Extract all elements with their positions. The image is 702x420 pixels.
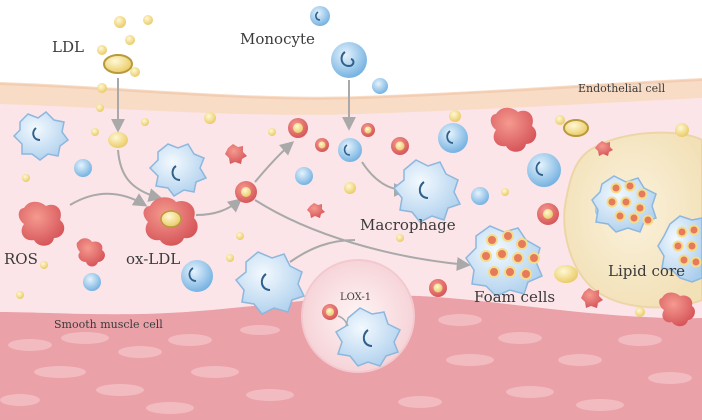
monocyte-lumen-large (331, 42, 367, 78)
foam-cell-main (465, 225, 543, 297)
ox-ldl-7 (537, 203, 559, 225)
ldl-icon (103, 54, 133, 74)
ldl-ring-right (563, 119, 589, 137)
arrow-macrophage-branch (289, 239, 356, 263)
arrows (69, 78, 471, 271)
monocyte-intima-4 (181, 260, 213, 292)
ldl-in-intima (108, 132, 128, 148)
ox-ldl-2 (235, 181, 257, 203)
ox-ldl-4 (315, 138, 329, 152)
ldl-far-right (675, 123, 689, 137)
ox-ldl-5 (361, 123, 375, 137)
lox1-binding-line (337, 315, 349, 327)
label-lipid-core: Lipid core (608, 262, 685, 280)
foam-cell-core-1 (591, 175, 657, 233)
ox-ldl-lox1 (322, 304, 338, 320)
ros-medium (76, 238, 105, 267)
arrow-oxldl-to-modified (195, 198, 243, 216)
arrow-to-foam-cells (254, 199, 471, 271)
ros-small-3 (581, 288, 603, 308)
ox-ldl-6 (391, 137, 409, 155)
label-ldl: LDL (52, 38, 84, 56)
macrophages (12, 111, 462, 367)
ox-ldl-particles (143, 118, 559, 320)
label-monocyte: Monocyte (240, 30, 315, 48)
endothelium-edge (0, 79, 702, 100)
label-smooth-muscle-cell: Smooth muscle cell (54, 318, 163, 331)
monocyte-intima-6 (83, 273, 101, 291)
foam-cell-core-2 (657, 215, 702, 283)
ros-small-1 (225, 144, 247, 164)
arrow-ldl-to-oxldl (117, 149, 163, 202)
smooth-muscle-cells (0, 314, 692, 414)
monocyte-lumen-small-2 (372, 78, 388, 94)
ox-ldl-8 (429, 279, 447, 297)
macrophage-lox1 (334, 307, 402, 367)
monocyte-lumen-small-1 (310, 6, 330, 26)
ox-ldl-main (143, 197, 198, 246)
arrow-ros-to-oxldl (69, 192, 148, 207)
label-ox-ldl: ox-LDL (126, 250, 180, 268)
macrophage-main (392, 159, 462, 223)
label-macrophage: Macrophage (360, 216, 456, 234)
intima-ldl-particles (16, 104, 645, 317)
label-foam-cells: Foam cells (474, 288, 555, 306)
ros-top-right (490, 107, 537, 152)
ldl-right-lower (554, 265, 578, 283)
ox-ldl-3 (288, 118, 308, 138)
label-ros: ROS (4, 250, 38, 268)
label-lox1: LOX-1 (340, 292, 371, 303)
macrophage-nuclei (32, 127, 429, 347)
monocytes (74, 6, 613, 292)
ros-small-4 (595, 141, 613, 156)
monocyte-intima-2 (438, 123, 468, 153)
ros-small-2 (307, 203, 325, 218)
monocyte-intima-5 (74, 159, 92, 177)
macrophage-left (12, 111, 70, 161)
monocyte-intima-3 (527, 153, 561, 187)
ros-bottom-right (659, 292, 695, 327)
ros-large (18, 201, 65, 246)
label-endothelial-cell: Endothelial cell (578, 82, 666, 95)
macrophage-lower (234, 251, 306, 315)
arrow-to-upper-ldl (254, 141, 295, 183)
monocyte-intima-8 (471, 187, 489, 205)
ros-particles (18, 107, 695, 327)
monocyte-intima-7 (295, 167, 313, 185)
macrophage-center-left (148, 143, 208, 197)
monocyte-intima-1 (338, 138, 362, 162)
